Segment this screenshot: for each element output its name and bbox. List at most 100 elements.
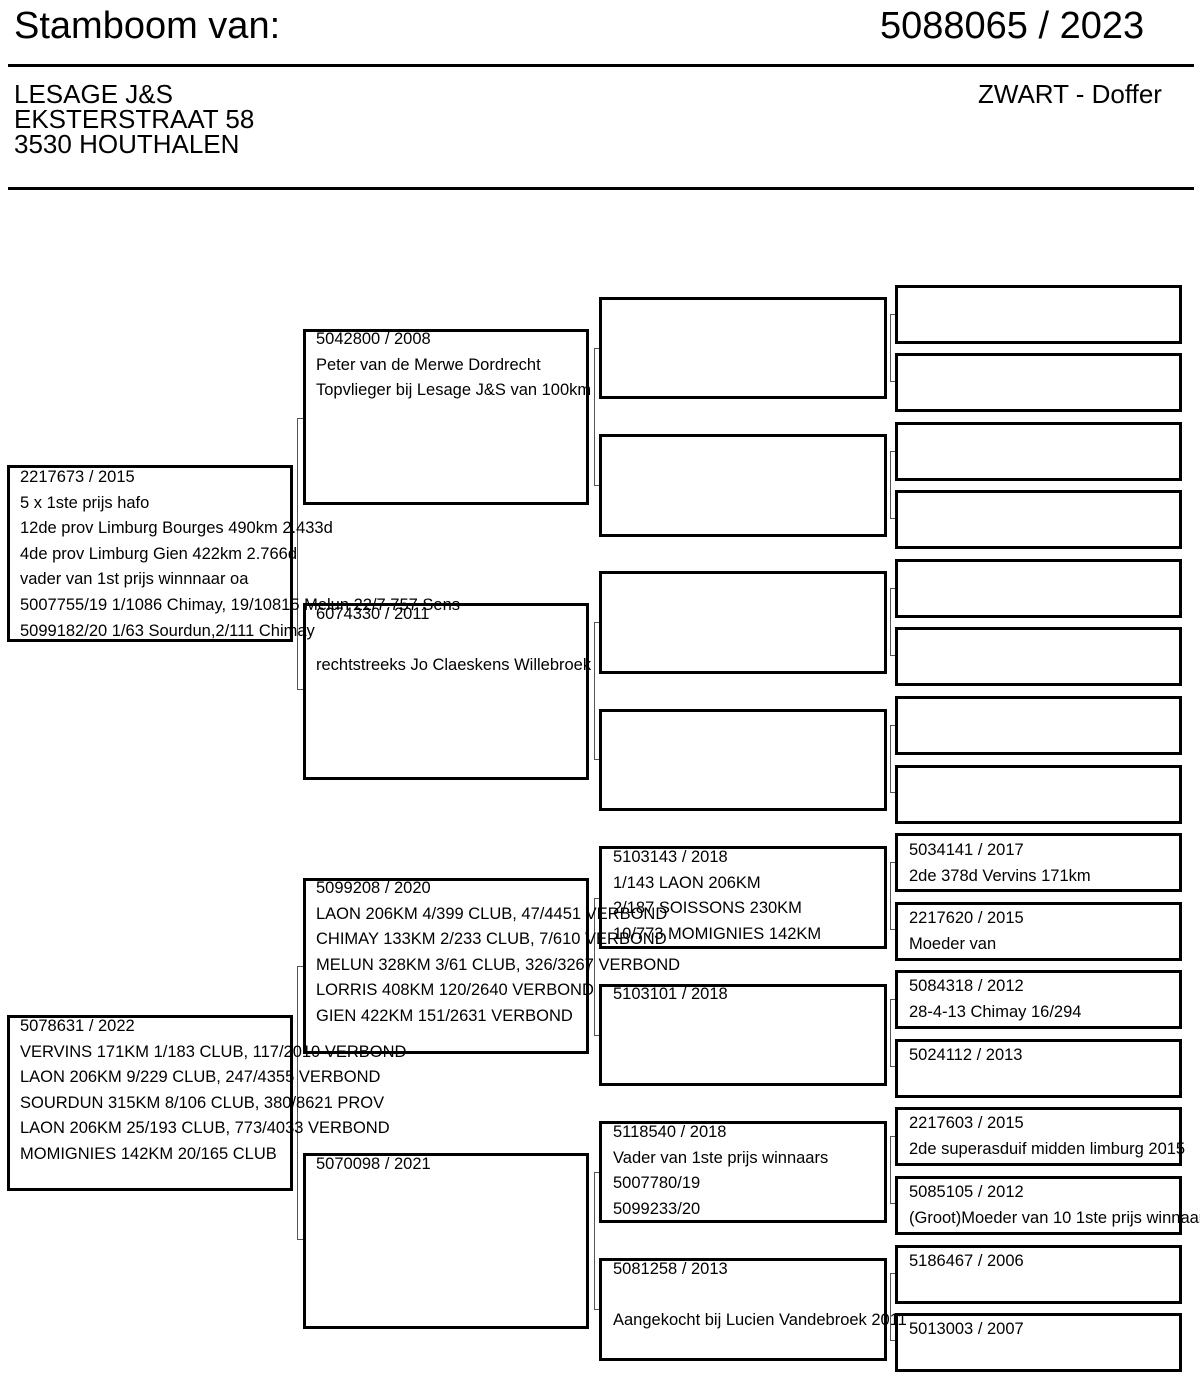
- mother-line: VERVINS 171KM 1/183 CLUB, 117/2010 VERBO…: [20, 1042, 407, 1061]
- gen4-box-10: [895, 902, 1182, 961]
- gen4-16-info: 5013003 / 2007: [909, 1317, 1024, 1343]
- gen3-6-ring: 5103101 / 2018: [613, 985, 728, 1003]
- gen3-box-1: [599, 297, 887, 399]
- connector-gen2: [594, 898, 600, 1036]
- gen3-5-line: 10/773 MOMIGNIES 142KM: [613, 924, 822, 943]
- maternal-grandfather-line: GIEN 422KM 151/2631 VERBOND: [316, 1006, 573, 1025]
- color-sex: ZWART - Doffer: [978, 79, 1162, 109]
- gen4-box-1: [895, 285, 1182, 344]
- maternal-grandfather-info: 5099208 / 2020 LAON 206KM 4/399 CLUB, 47…: [316, 876, 680, 1030]
- gen4-box-6: [895, 627, 1182, 686]
- maternal-grandfather-box: [303, 878, 589, 1054]
- connector-gen3: [890, 1136, 896, 1204]
- gen3-box-2: [599, 434, 887, 537]
- gen3-box-6: [599, 984, 887, 1086]
- gen4-13-info: 2217603 / 2015 2de superasduif midden li…: [909, 1111, 1185, 1162]
- gen3-7-line: 5007780/19: [613, 1174, 701, 1193]
- mother-line: LAON 206KM 25/193 CLUB, 773/4033 VERBOND: [20, 1119, 390, 1138]
- connector-gen2: [594, 622, 600, 760]
- gen4-line: (Groot)Moeder van 10 1ste prijs winnaars: [909, 1208, 1200, 1227]
- connector-gen2: [594, 348, 600, 486]
- gen3-box-4: [599, 709, 887, 811]
- maternal-grandmother-ring: 5070098 / 2021: [316, 1155, 431, 1173]
- maternal-grandmother-box: [303, 1153, 589, 1329]
- gen4-ring: 5186467 / 2006: [909, 1252, 1024, 1270]
- father-line: 5007755/19 1/1086 Chimay, 19/10815 Melun…: [20, 595, 461, 614]
- paternal-grandfather-ring: 5042800 / 2008: [316, 330, 431, 348]
- gen4-box-5: [895, 559, 1182, 618]
- connector-gen3: [890, 725, 896, 793]
- father-line: 4de prov Limburg Gien 422km 2.766d: [20, 544, 298, 563]
- gen3-8-line: Aangekocht bij Lucien Vandebroek 2011: [613, 1311, 907, 1330]
- father-ring: 2217673 / 2015: [20, 468, 135, 486]
- gen4-box-15: [895, 1245, 1182, 1304]
- owner-block: LESAGE J&S EKSTERSTRAAT 58 3530 HOUTHALE…: [14, 79, 255, 157]
- connector-gen3: [890, 862, 896, 930]
- gen3-5-line: 2/187 SOISSONS 230KM: [613, 899, 802, 918]
- gen4-ring: 2217603 / 2015: [909, 1114, 1024, 1132]
- gen3-box-8: [599, 1258, 887, 1361]
- paternal-grandmother-box: [303, 603, 589, 780]
- paternal-grandmother-line: rechtstreeks Jo Claeskens Willebroek: [316, 656, 592, 675]
- gen4-10-info: 2217620 / 2015 Moeder van: [909, 906, 1024, 957]
- gen4-line: 2de 378d Vervins 171km: [909, 866, 1091, 885]
- mother-line: LAON 206KM 9/229 CLUB, 247/4355 VERBOND: [20, 1068, 381, 1087]
- gen4-box-12: [895, 1039, 1182, 1098]
- owner-name: LESAGE J&S: [14, 79, 173, 109]
- connector-gen3: [890, 1273, 896, 1341]
- pigeon-ring-number: 5088065 / 2023: [880, 5, 1145, 47]
- gen4-ring: 5085105 / 2012: [909, 1183, 1024, 1201]
- gen3-8-line: [613, 1283, 907, 1309]
- paternal-grandmother-ring: 6074330 / 2011: [316, 605, 430, 623]
- owner-divider: [8, 187, 1194, 190]
- paternal-grandfather-info: 5042800 / 2008 Peter van de Merwe Dordre…: [316, 327, 591, 404]
- gen3-5-info: 5103143 / 2018 1/143 LAON 206KM 2/187 SO…: [613, 845, 821, 947]
- gen4-14-info: 5085105 / 2012 (Groot)Moeder van 10 1ste…: [909, 1180, 1200, 1231]
- gen4-15-info: 5186467 / 2006: [909, 1249, 1024, 1275]
- header-divider: [8, 64, 1194, 67]
- gen4-box-3: [895, 422, 1182, 481]
- maternal-grandfather-line: LAON 206KM 4/399 CLUB, 47/4451 VERBOND: [316, 904, 668, 923]
- gen4-box-9: [895, 833, 1182, 892]
- gen4-box-13: [895, 1107, 1182, 1166]
- paternal-grandfather-box: [303, 329, 589, 505]
- paternal-grandmother-line: [316, 628, 591, 654]
- gen4-12-info: 5024112 / 2013: [909, 1043, 1022, 1069]
- mother-line: SOURDUN 315KM 8/106 CLUB, 380/8621 PROV: [20, 1093, 385, 1112]
- gen4-line: 2de superasduif midden limburg 2015: [909, 1139, 1186, 1158]
- connector-gen3: [890, 314, 896, 382]
- gen3-7-line: 5099233/20: [613, 1199, 701, 1218]
- gen3-6-info: 5103101 / 2018: [613, 982, 728, 1008]
- father-line: 12de prov Limburg Bourges 490km 2.433d: [20, 519, 333, 538]
- gen4-box-4: [895, 490, 1182, 549]
- gen3-5-ring: 5103143 / 2018: [613, 848, 728, 866]
- gen4-box-2: [895, 353, 1182, 412]
- gen3-box-5: [599, 846, 887, 949]
- gen4-box-14: [895, 1176, 1182, 1235]
- gen4-11-info: 5084318 / 2012 28-4-13 Chimay 16/294: [909, 974, 1081, 1025]
- connector-gen1: [297, 418, 303, 690]
- connector-gen1: [297, 966, 303, 1240]
- gen3-box-3: [599, 571, 887, 674]
- connector-gen3: [890, 588, 896, 656]
- father-line: vader van 1st prijs winnnaar oa: [20, 570, 249, 589]
- maternal-grandmother-info: 5070098 / 2021: [316, 1152, 431, 1178]
- owner-street: EKSTERSTRAAT 58: [14, 104, 255, 134]
- gen4-ring: 2217620 / 2015: [909, 909, 1024, 927]
- gen4-line: 28-4-13 Chimay 16/294: [909, 1002, 1082, 1021]
- gen3-5-line: 1/143 LAON 206KM: [613, 873, 761, 892]
- maternal-grandfather-line: LORRIS 408KM 120/2640 VERBOND: [316, 981, 594, 1000]
- paternal-grandfather-line: Topvlieger bij Lesage J&S van 100km: [316, 381, 592, 400]
- maternal-grandfather-line: MELUN 328KM 3/61 CLUB, 326/3267 VERBOND: [316, 955, 681, 974]
- gen4-ring: 5034141 / 2017: [909, 841, 1024, 859]
- gen4-box-8: [895, 765, 1182, 824]
- gen3-box-7: [599, 1121, 887, 1223]
- father-box: [7, 465, 293, 642]
- gen4-line: Moeder van: [909, 934, 997, 953]
- gen3-7-line: Vader van 1ste prijs winnaars: [613, 1148, 829, 1167]
- father-line: 5099182/20 1/63 Sourdun,2/111 Chimay: [20, 621, 315, 640]
- page-title: Stamboom van:: [14, 5, 281, 47]
- gen3-7-info: 5118540 / 2018 Vader van 1ste prijs winn…: [613, 1120, 828, 1222]
- gen3-8-ring: 5081258 / 2013: [613, 1260, 728, 1278]
- gen4-box-7: [895, 696, 1182, 755]
